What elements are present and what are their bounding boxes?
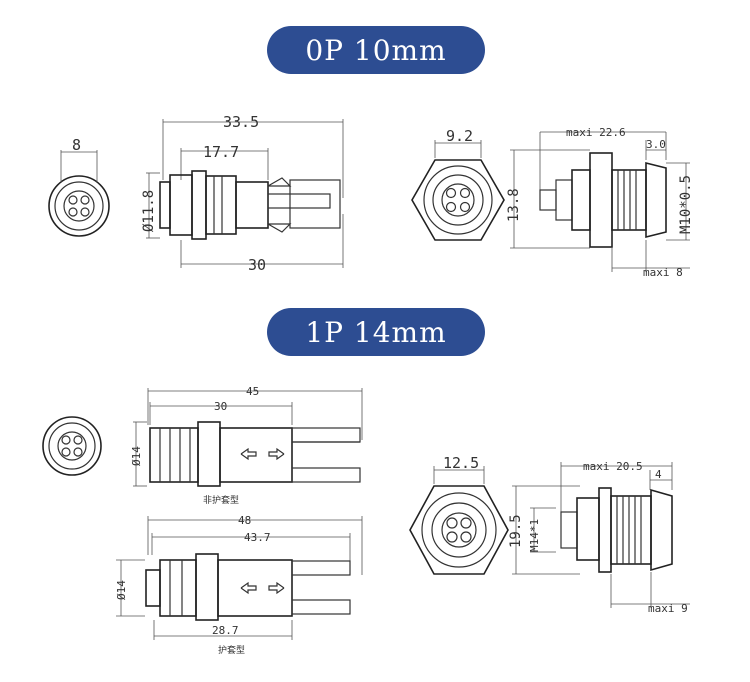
section-title-1p: 1P 14mm [267,308,485,356]
p1-unprot-caption: 非护套型 [203,494,239,506]
op-panel-thread: M10*0.5 [678,175,694,234]
op-panel-maxi-len: maxi 22.6 [566,126,626,139]
p1-panel-flange: 4 [655,468,662,481]
section-title-1p-text: 1P 14mm [305,315,447,349]
op-side-view: 33.5 17.7 30 Ø11.8 [141,113,344,274]
p1-panel-thread: M14*1 [528,519,541,552]
section-title-0p-text: 0P 10mm [305,33,447,67]
p1-unprotected-view: 45 30 Ø14 非护套型 [130,385,363,506]
p1-prot-len-mid: 43.7 [244,531,271,544]
op-panel-hex: 9.2 [446,127,473,145]
op-panel-flange: 3.0 [646,138,666,151]
op-panel-maxi-panel: maxi 8 [643,266,683,279]
op-side-len-mid: 17.7 [203,143,239,161]
p1-protected-view: 48 43.7 Ø14 28.7 护套型 [115,514,363,656]
p1-front-view [42,416,102,476]
op-side-dia: Ø11.8 [141,190,157,232]
p1-panel-height: 19.5 [508,514,524,548]
op-side-len-body: 30 [248,256,266,274]
op-front-view: 8 [48,136,110,237]
section-title-0p: 0P 10mm [267,26,485,74]
p1-panel-maxi-panel: maxi 9 [648,602,688,615]
p1-prot-dia: Ø14 [115,580,128,600]
p1-prot-caption: 护套型 [218,644,245,656]
op-side-len-total: 33.5 [223,113,259,131]
p1-unprot-len-total: 45 [246,385,259,398]
p1-unprot-len-mid: 30 [214,400,227,413]
op-panel-view: 9.2 13.8 maxi 22.6 3.0 M10*0.5 [411,126,694,279]
p1-panel-view: 12.5 19.5 M14*1 maxi 20.5 4 [409,454,690,615]
p1-prot-len-body: 28.7 [212,624,239,637]
p1-panel-maxi-len: maxi 20.5 [583,460,643,473]
p1-panel-hex: 12.5 [443,454,479,472]
op-front-dia: 8 [72,136,81,154]
p1-prot-len-total: 48 [238,514,251,527]
p1-unprot-dia: Ø14 [130,446,143,466]
op-panel-height: 13.8 [506,188,522,222]
